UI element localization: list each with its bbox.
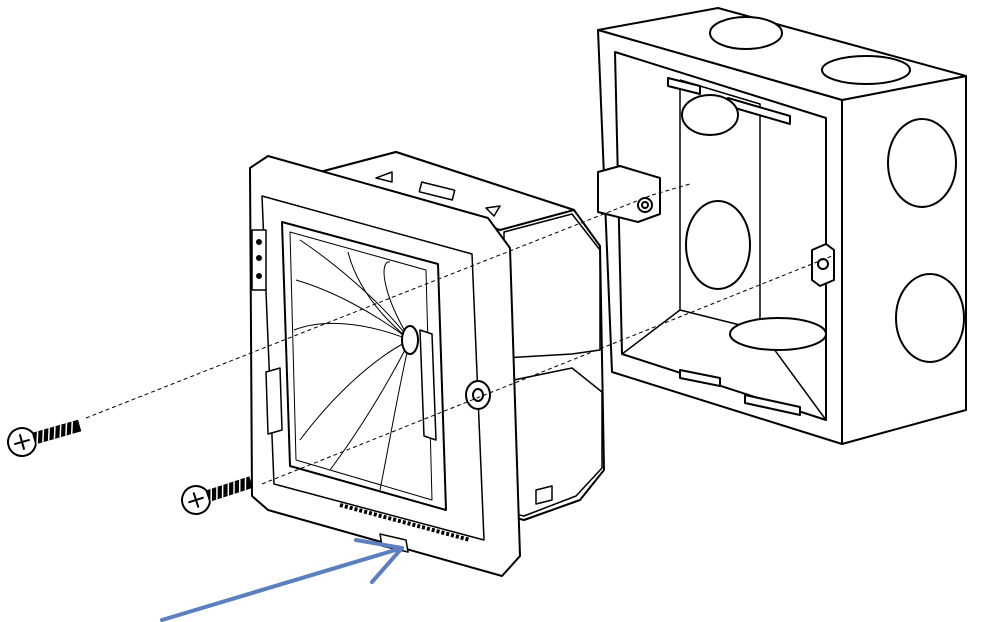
module-latch — [401, 325, 419, 355]
screen-pattern — [293, 239, 411, 491]
knockout-top-left — [709, 16, 783, 50]
screw-lower — [181, 476, 254, 515]
knockout-top-right — [821, 55, 911, 85]
alignment-line-upper — [85, 194, 653, 419]
knockout-side-lower — [895, 273, 965, 363]
knockout-back-top — [681, 94, 739, 136]
knockout-bottom — [729, 317, 827, 351]
device-module — [249, 151, 605, 577]
callout-arrow-icon — [160, 538, 404, 622]
alignment-lines — [85, 183, 833, 485]
alignment-line-lower — [261, 255, 833, 485]
box-screw-hole-right — [817, 258, 829, 270]
back-box — [597, 7, 967, 445]
knockout-back-left — [685, 200, 751, 290]
screw-upper — [7, 419, 82, 457]
knockout-side-upper — [887, 118, 957, 208]
